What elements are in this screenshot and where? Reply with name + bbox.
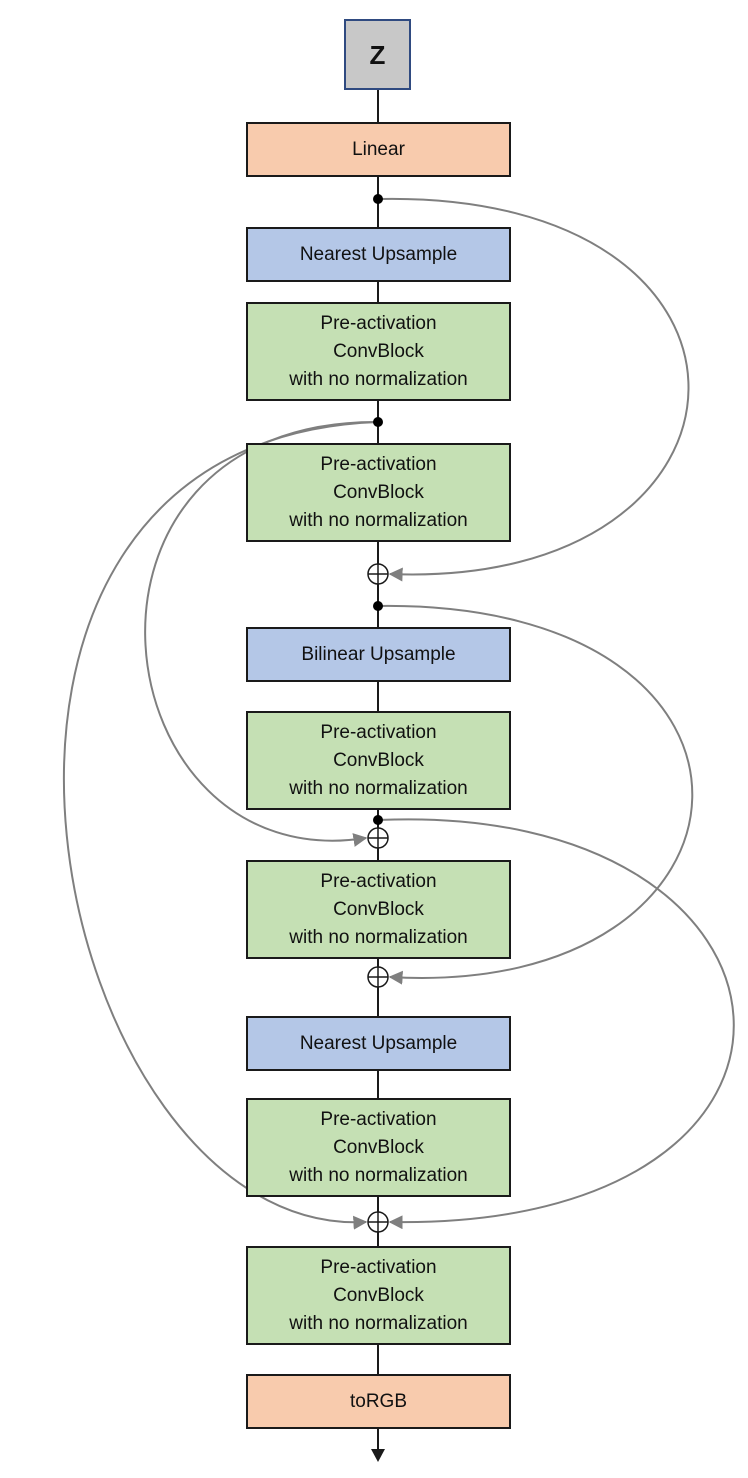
convblock-label-1: Pre-activation ConvBlock with no normali… — [289, 312, 468, 390]
convblock-label-4: Pre-activation ConvBlock with no normali… — [289, 870, 468, 948]
convblock-5: Pre-activation ConvBlock with no normali… — [246, 1098, 511, 1197]
convblock-label-6: Pre-activation ConvBlock with no normali… — [289, 1256, 468, 1334]
add-node-2 — [367, 827, 389, 849]
skip-conv1-to-add4 — [63, 421, 379, 1230]
nearest-upsample-label-1: Nearest Upsample — [299, 243, 458, 265]
convblock-3: Pre-activation ConvBlock with no normali… — [246, 711, 511, 810]
bilinear-upsample-label: Bilinear Upsample — [301, 643, 456, 665]
skip-add1-to-add3 — [377, 604, 694, 985]
add-nodes — [367, 563, 389, 1233]
convblock-4: Pre-activation ConvBlock with no normali… — [246, 860, 511, 959]
convblock-label-5: Pre-activation ConvBlock with no normali… — [289, 1108, 468, 1186]
skip-conv3-to-add4 — [377, 818, 735, 1230]
input-z-label: Z — [369, 39, 386, 70]
branch-dot-after-add1 — [373, 601, 383, 611]
torgb-label: toRGB — [349, 1390, 408, 1412]
convblock-1: Pre-activation ConvBlock with no normali… — [246, 302, 511, 401]
torgb-block: toRGB — [246, 1374, 511, 1429]
branch-dot-after-conv1 — [373, 417, 383, 427]
output-arrow-head — [371, 1449, 385, 1462]
nearest-upsample-label-2: Nearest Upsample — [299, 1032, 458, 1054]
branch-dot-after-linear — [373, 194, 383, 204]
convblock-label-2: Pre-activation ConvBlock with no normali… — [289, 453, 468, 531]
branch-dot-after-conv3 — [373, 815, 383, 825]
convblock-6: Pre-activation ConvBlock with no normali… — [246, 1246, 511, 1345]
input-z-node: Z — [344, 19, 411, 90]
nearest-upsample-block-1: Nearest Upsample — [246, 227, 511, 282]
linear-label: Linear — [352, 138, 405, 160]
branch-points — [373, 194, 383, 825]
convblock-2: Pre-activation ConvBlock with no normali… — [246, 443, 511, 542]
linear-block: Linear — [246, 122, 511, 177]
add-node-1 — [367, 563, 389, 585]
add-node-3 — [367, 966, 389, 988]
add-node-4 — [367, 1211, 389, 1233]
bilinear-upsample-block: Bilinear Upsample — [246, 627, 511, 682]
convblock-label-3: Pre-activation ConvBlock with no normali… — [289, 721, 468, 799]
nearest-upsample-block-2: Nearest Upsample — [246, 1016, 511, 1071]
skip-linear-to-add1 — [377, 197, 690, 582]
